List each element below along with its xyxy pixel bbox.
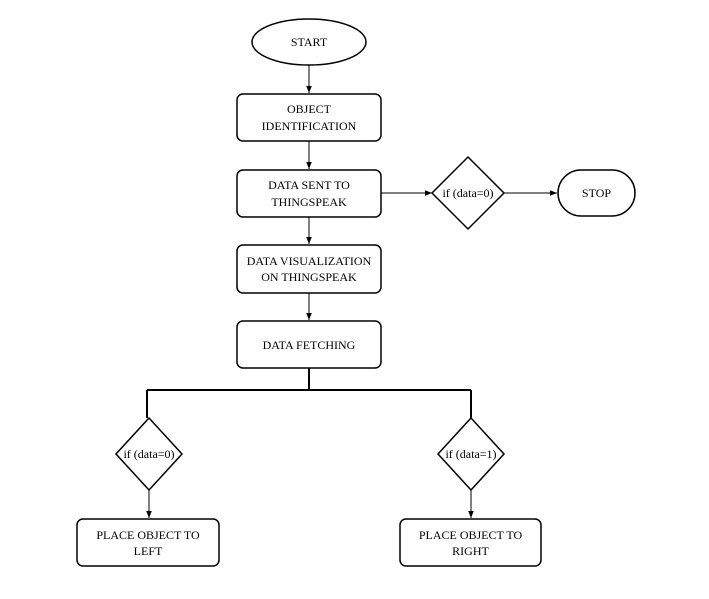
decision-left-label: if (data=0) <box>123 447 174 461</box>
data-fetching-label: DATA FETCHING <box>263 338 356 352</box>
start-node: START <box>251 18 367 66</box>
decision-stop-shape <box>430 155 506 231</box>
data-sent-label-line1: DATA SENT TO <box>268 178 350 192</box>
data-visualization-label-line2: ON THINGSPEAK <box>261 270 357 284</box>
data-visualization-shape <box>236 244 382 294</box>
decision-right-label: if (data=1) <box>445 447 496 461</box>
decision-stop-label: if (data=0) <box>442 186 493 200</box>
stop-label: STOP <box>582 186 611 200</box>
data-visualization-label-line1: DATA VISUALIZATION <box>247 254 372 268</box>
start-shape <box>251 18 367 66</box>
place-right-node: PLACE OBJECT TO RIGHT <box>399 518 542 567</box>
object-identification-shape <box>236 93 382 142</box>
branch-connector <box>146 368 472 418</box>
place-right-label-line1: PLACE OBJECT TO <box>419 528 523 542</box>
decision-left-node: if (data=0) <box>114 416 184 492</box>
place-right-shape <box>399 518 542 567</box>
decision-stop-node: if (data=0) <box>430 155 506 231</box>
decision-right-node: if (data=1) <box>436 416 506 492</box>
data-sent-label-line2: THINGSPEAK <box>271 195 347 209</box>
stop-node: STOP <box>557 169 636 217</box>
object-identification-label-line1: OBJECT <box>287 102 332 116</box>
data-sent-node: DATA SENT TO THINGSPEAK <box>236 169 382 218</box>
object-identification-label-line2: IDENTIFICATION <box>262 119 357 133</box>
decision-right-shape <box>436 416 506 492</box>
decision-left-shape <box>114 416 184 492</box>
data-visualization-node: DATA VISUALIZATION ON THINGSPEAK <box>236 244 382 294</box>
place-left-node: PLACE OBJECT TO LEFT <box>76 518 220 567</box>
data-fetching-node: DATA FETCHING <box>236 320 382 369</box>
place-left-shape <box>76 518 220 567</box>
place-left-label-line1: PLACE OBJECT TO <box>96 528 200 542</box>
object-identification-node: OBJECT IDENTIFICATION <box>236 93 382 142</box>
start-label: START <box>291 35 328 49</box>
data-sent-shape <box>236 169 382 218</box>
place-right-label-line2: RIGHT <box>452 544 489 558</box>
place-left-label-line2: LEFT <box>134 544 163 558</box>
data-fetching-shape <box>236 320 382 369</box>
connectors <box>146 65 557 518</box>
stop-shape <box>557 169 636 217</box>
